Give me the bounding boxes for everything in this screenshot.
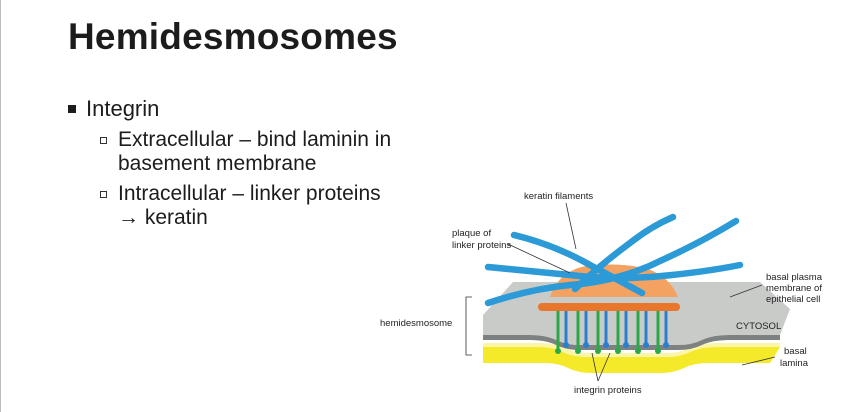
label-basal-plasma-line3: epithelial cell <box>766 294 820 305</box>
linker-protein-plaque-bar <box>538 303 680 311</box>
sub-bullet-text-continuation: → keratin <box>118 206 208 229</box>
slide-left-border <box>0 0 1 412</box>
hollow-square-bullet-icon <box>100 191 107 198</box>
label-keratin-filaments: keratin filaments <box>524 191 593 202</box>
square-bullet-icon <box>68 105 76 113</box>
label-basal-lamina-line2: lamina <box>780 358 809 369</box>
hemidesmosome-diagram: keratin filaments plaque of linker prote… <box>380 191 823 396</box>
label-basal-lamina-line1: basal <box>784 346 807 357</box>
label-hemidesmosome: hemidesmosome <box>380 318 452 329</box>
hemidesmosome-bracket <box>465 296 472 356</box>
label-basal-plasma-line1: basal plasma <box>766 272 823 283</box>
bullet-list: Integrin Extracellular – bind laminin in… <box>68 96 468 230</box>
integrin-proteins <box>555 311 669 354</box>
bullet-integrin: Integrin <box>68 96 468 122</box>
hollow-square-bullet-icon <box>100 137 107 144</box>
sub-bullet-extracellular: Extracellular – bind laminin in basement… <box>100 128 468 176</box>
keratin-filaments <box>484 213 744 307</box>
sub-bullet-text: Extracellular – bind laminin in basement… <box>118 128 392 175</box>
bullet-text: Integrin <box>86 96 160 121</box>
label-basal-plasma-line2: membrane of <box>766 283 822 294</box>
sub-bullet-intracellular: Intracellular – linker proteins → kerati… <box>100 182 468 230</box>
label-leader-lines <box>507 202 776 382</box>
sub-bullet-text: Intracellular – linker proteins <box>118 182 381 205</box>
slide-title: Hemidesmosomes <box>68 16 398 57</box>
label-plaque-line2: linker proteins <box>452 240 511 251</box>
label-integrin-proteins: integrin proteins <box>574 385 642 396</box>
label-cytosol: CYTOSOL <box>736 321 781 332</box>
label-plaque-line1: plaque of <box>452 228 491 239</box>
